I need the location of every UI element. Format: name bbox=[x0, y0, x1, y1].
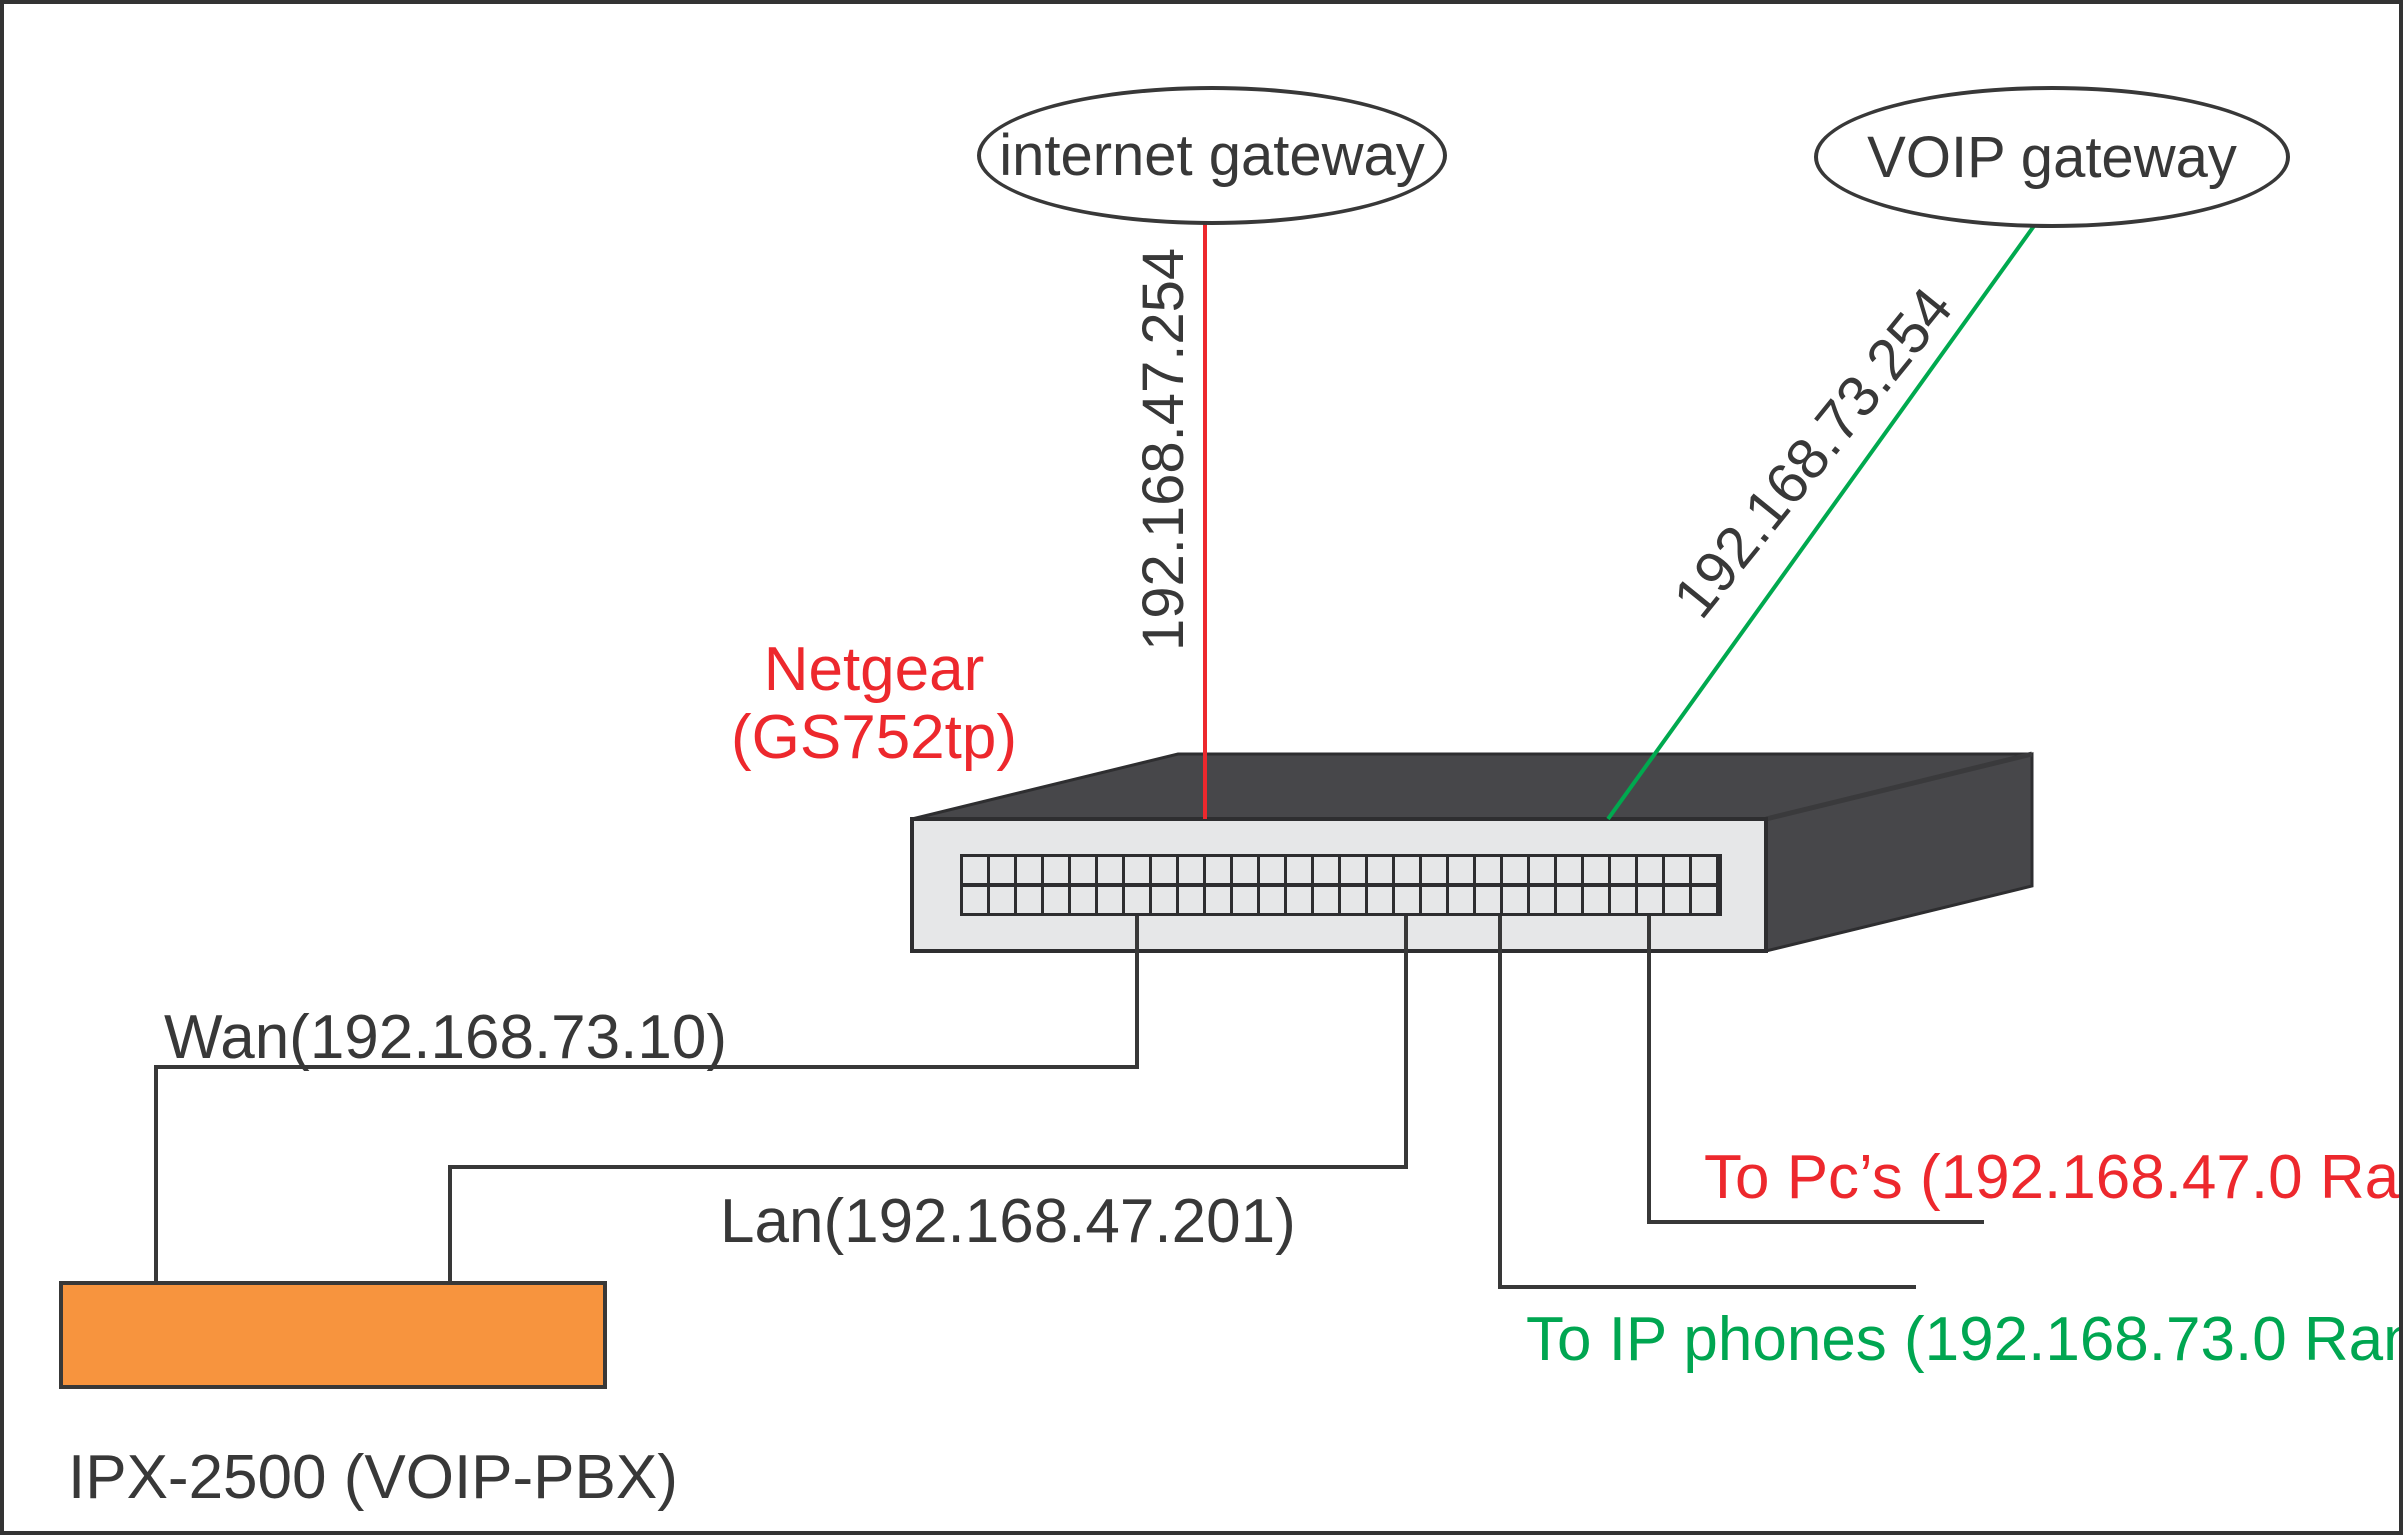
to-ip-phones-label: To IP phones (192.168.73.0 Range) bbox=[1526, 1305, 2399, 1374]
pbx-node bbox=[59, 1281, 607, 1389]
internet-gateway-label: internet gateway bbox=[999, 123, 1425, 188]
to-pcs-label: To Pc’s (192.168.47.0 Range) bbox=[1704, 1143, 2400, 1212]
switch-edge-seam bbox=[1765, 751, 2033, 822]
lan-wire bbox=[448, 912, 1408, 1283]
voip-uplink-wire bbox=[1606, 217, 2041, 821]
pbx-label: IPX-2500 (VOIP-PBX) bbox=[68, 1443, 678, 1512]
switch-model: (GS752tp) bbox=[730, 703, 1018, 772]
internet-gateway-node: internet gateway bbox=[977, 86, 1447, 225]
wan-wire bbox=[154, 912, 1139, 1283]
lan-label: Lan(192.168.47.201) bbox=[720, 1187, 1296, 1256]
voip-gateway-node: VOIP gateway bbox=[1814, 86, 2290, 228]
internet-uplink-ip-label: 192.168.47.254 bbox=[1131, 247, 1196, 651]
pcs-wire bbox=[1647, 912, 1984, 1224]
ip-phones-wire bbox=[1498, 912, 1916, 1289]
switch-title: Netgear (GS752tp) bbox=[624, 636, 1124, 772]
wan-label: Wan(192.168.73.10) bbox=[164, 1003, 727, 1072]
voip-gateway-label: VOIP gateway bbox=[1867, 124, 2237, 190]
switch-port-grid bbox=[960, 854, 1722, 916]
switch-brand: Netgear bbox=[763, 635, 985, 704]
